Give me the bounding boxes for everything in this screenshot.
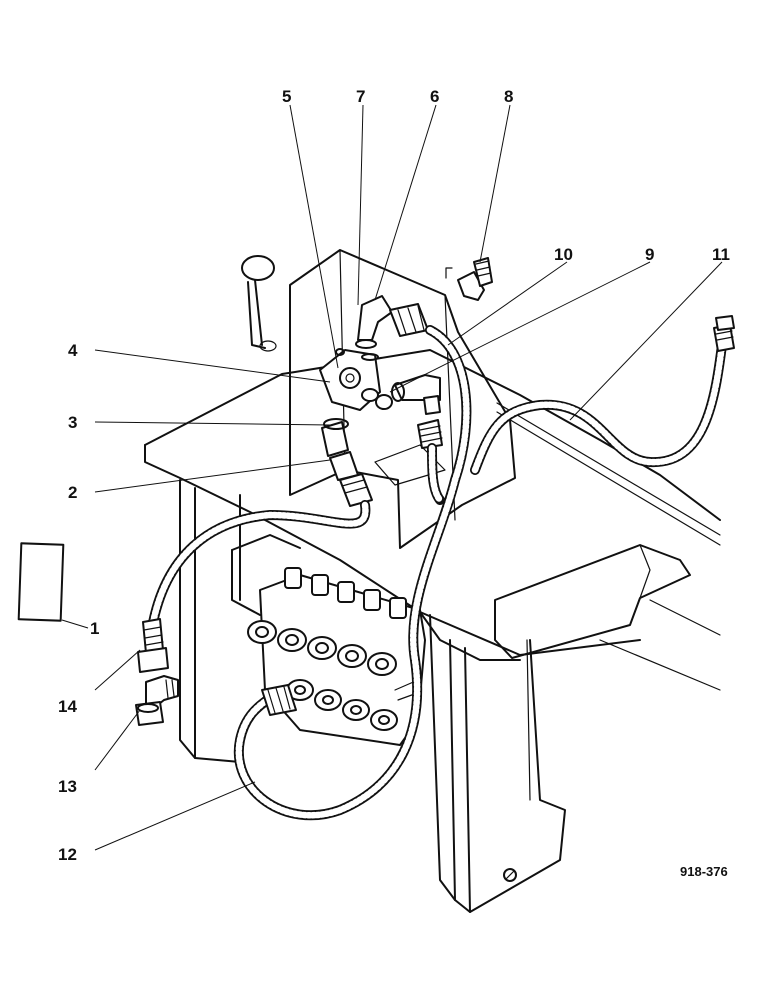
- callout-8: 8: [504, 87, 513, 106]
- hose-lines: [147, 325, 727, 821]
- callout-labels: 5 7 6 8 10 9 11 4 3 2 1 14 13 12: [58, 87, 730, 864]
- right-elbow-fitting: [391, 374, 443, 449]
- control-lever: [241, 255, 277, 352]
- hose-end-fitting-valve: [261, 684, 297, 716]
- control-valve-bank: [247, 567, 426, 746]
- callout-12: 12: [58, 845, 77, 864]
- callout-7: 7: [356, 87, 365, 106]
- callout-10: 10: [554, 245, 573, 264]
- callout-13: 13: [58, 777, 77, 796]
- leader-lines: [61, 104, 723, 851]
- decal-plate: [17, 542, 65, 622]
- callout-3: 3: [68, 413, 77, 432]
- lower-fitting: [321, 418, 373, 507]
- callout-6: 6: [430, 87, 439, 106]
- seat-frame: [144, 349, 721, 913]
- straight-fitting: [137, 618, 169, 673]
- callout-9: 9: [645, 245, 654, 264]
- callout-2: 2: [68, 483, 77, 502]
- figure-number: 918-376: [680, 864, 728, 879]
- callout-4: 4: [68, 341, 78, 360]
- selector-valve: [319, 348, 393, 411]
- callout-14: 14: [58, 697, 77, 716]
- callout-11: 11: [712, 245, 730, 264]
- callout-5: 5: [282, 87, 291, 106]
- callout-1: 1: [90, 619, 99, 638]
- hose-end-fitting-right: [713, 315, 735, 352]
- elbow-fitting: [355, 295, 429, 361]
- loose-elbow-fitting: [445, 257, 493, 301]
- elbow-adapter: [135, 675, 179, 726]
